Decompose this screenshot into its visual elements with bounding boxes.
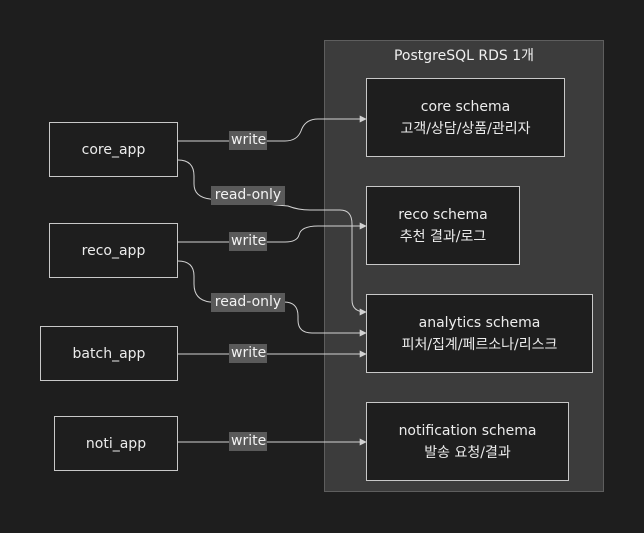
core-app-label: core_app xyxy=(81,141,146,158)
analytics-schema-desc: 피처/집계/페르소나/리스크 xyxy=(401,336,558,353)
edge-label-core-write: write xyxy=(229,131,267,150)
core-schema-node: core schema 고객/상담/상품/관리자 xyxy=(366,78,565,157)
core-schema-desc: 고객/상담/상품/관리자 xyxy=(400,120,531,137)
notification-schema-name: notification schema xyxy=(398,422,537,439)
edge-label-core-read-only: read-only xyxy=(211,186,285,205)
noti-app-label: noti_app xyxy=(85,435,147,452)
batch-app-label: batch_app xyxy=(72,345,146,362)
reco-schema-name: reco schema xyxy=(398,206,488,223)
noti-app-node: noti_app xyxy=(54,416,178,471)
reco-app-node: reco_app xyxy=(49,223,178,278)
edge-label-batch-write: write xyxy=(229,344,267,363)
edge-label-reco-read-only: read-only xyxy=(211,293,285,312)
notification-schema-desc: 발송 요청/결과 xyxy=(424,444,511,461)
reco-app-label: reco_app xyxy=(81,242,146,259)
core-schema-name: core schema xyxy=(420,98,511,115)
analytics-schema-name: analytics schema xyxy=(418,314,541,331)
edge-label-noti-write: write xyxy=(229,432,267,451)
notification-schema-node: notification schema 발송 요청/결과 xyxy=(366,402,569,481)
reco-schema-node: reco schema 추천 결과/로그 xyxy=(366,186,520,265)
analytics-schema-node: analytics schema 피처/집계/페르소나/리스크 xyxy=(366,294,593,373)
reco-schema-desc: 추천 결과/로그 xyxy=(399,228,487,245)
edge-label-reco-write: write xyxy=(229,232,267,251)
cluster-title: PostgreSQL RDS 1개 xyxy=(393,48,535,64)
core-app-node: core_app xyxy=(49,122,178,177)
batch-app-node: batch_app xyxy=(40,326,178,381)
